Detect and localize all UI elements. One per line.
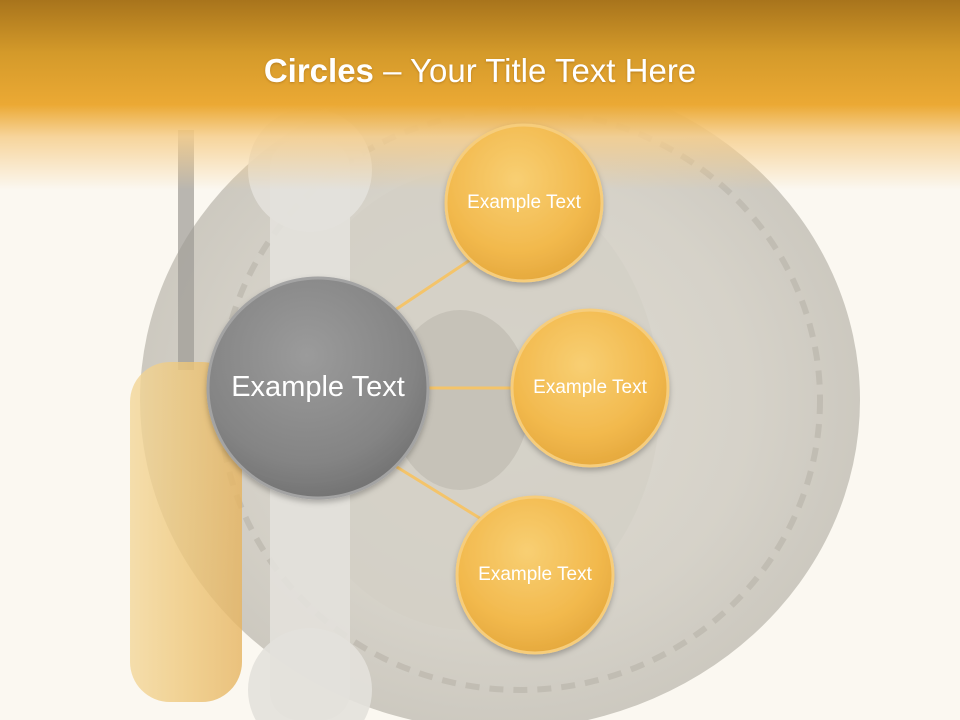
- slide-title: Circles – Your Title Text Here: [0, 52, 960, 90]
- satellite-label-2: Example Text: [533, 376, 647, 398]
- satellite-label-1: Example Text: [467, 191, 581, 213]
- satellite-circle-3: [455, 495, 615, 655]
- connector-line-1: [391, 254, 477, 314]
- satellite-circle-2: [510, 308, 670, 468]
- center-circle: [206, 276, 430, 500]
- wrench-head-bottom: [248, 628, 372, 720]
- rim-hub: [390, 310, 530, 490]
- satellite-circle-1: [444, 123, 604, 283]
- satellite-label-3: Example Text: [478, 563, 592, 585]
- title-bold: Circles: [263, 52, 374, 89]
- connector-line-3: [391, 462, 487, 524]
- tire-tread: [217, 107, 823, 693]
- screwdriver-handle: [130, 362, 242, 702]
- center-circle-label: Example Text: [231, 371, 405, 404]
- title-separator: –: [373, 52, 410, 89]
- screwdriver-shaft: [178, 130, 194, 370]
- title-rest: Your Title Text Here: [410, 52, 697, 89]
